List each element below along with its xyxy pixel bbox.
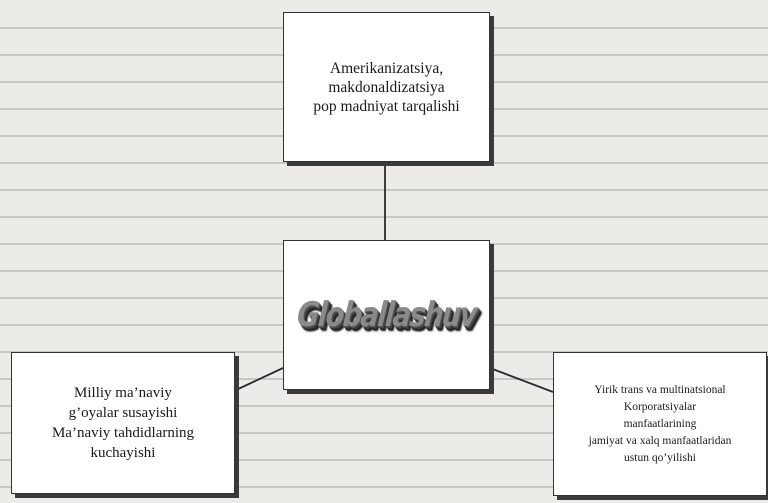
right-box: Yirik trans va multinatsional Korporatsi…: [553, 352, 767, 496]
connector-left: [235, 367, 284, 391]
top-box-text: Amerikanizatsiya, makdonaldizatsiya pop …: [313, 59, 460, 115]
right-box-text: Yirik trans va multinatsional Korporatsi…: [588, 383, 732, 464]
top-box: Amerikanizatsiya, makdonaldizatsiya pop …: [283, 12, 490, 162]
center-box: Globallashuv: [283, 240, 490, 390]
connector-right: [489, 367, 554, 393]
left-box: Milliy ma’naviy g’oyalar susayishi Ma’na…: [11, 352, 235, 494]
left-box-text: Milliy ma’naviy g’oyalar susayishi Ma’na…: [51, 385, 195, 461]
globallashuv-title: Globallashuv: [295, 295, 478, 335]
